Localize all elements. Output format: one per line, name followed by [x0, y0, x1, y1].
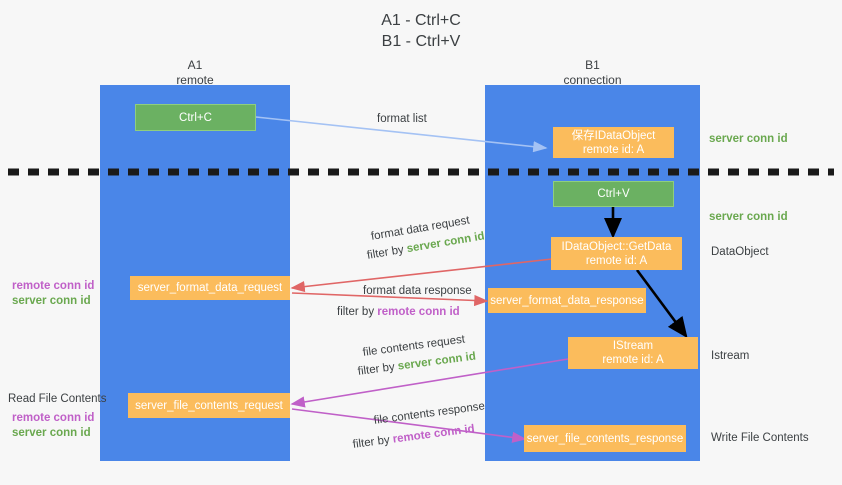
- right-label-dataobject: DataObject: [711, 246, 769, 258]
- box-server-file-contents-request[interactable]: server_file_contents_request: [128, 393, 290, 418]
- lane-header-b1: B1 connection: [485, 58, 700, 88]
- box-idataobject-getdata[interactable]: IDataObject::GetData remote id: A: [551, 237, 682, 270]
- edge-label-file-contents-response-filter-value: remote conn id: [392, 422, 476, 446]
- edge-label-format-data-request-filter-prefix: filter by: [366, 243, 408, 262]
- box-server-file-contents-request-label: server_file_contents_request: [135, 399, 283, 412]
- box-server-format-data-request[interactable]: server_format_data_request: [130, 276, 290, 300]
- left-label-read-file-contents: Read File Contents: [8, 393, 107, 405]
- right-label-server-conn-id-2b: server conn id: [709, 211, 788, 223]
- edge-label-file-contents-request-filter-prefix: filter by: [357, 360, 399, 378]
- box-server-file-contents-response-label: server_file_contents_response: [526, 432, 684, 445]
- box-server-format-data-request-label: server_format_data_request: [137, 282, 283, 294]
- box-ctrl-c-label: Ctrl+C: [179, 111, 212, 124]
- edge-label-format-data-response-filter: filter by remote conn id: [337, 305, 460, 320]
- box-idataobject-getdata-line2: remote id: A: [585, 254, 648, 267]
- left-label-remote-conn-id-2: remote conn id: [12, 412, 95, 424]
- box-istream[interactable]: IStream remote id: A: [568, 337, 698, 369]
- left-label-server-conn-id-2: server conn id: [12, 427, 91, 439]
- box-save-idataobject-line2: remote id: A: [582, 143, 645, 156]
- lane-header-b1-sub: connection: [563, 73, 622, 87]
- box-ctrl-v[interactable]: Ctrl+V: [553, 181, 674, 207]
- right-label-write-file-contents: Write File Contents: [711, 432, 809, 444]
- box-ctrl-v-label: Ctrl+V: [597, 188, 630, 200]
- right-label-server-conn-id-1: server conn id: [709, 133, 788, 145]
- edge-label-format-list: format list: [377, 113, 427, 125]
- box-istream-line1: IStream: [612, 340, 654, 352]
- left-label-server-conn-id-1: server conn id: [12, 295, 91, 307]
- box-istream-line2: remote id: A: [602, 354, 664, 366]
- lane-header-a1-sub: remote: [176, 73, 214, 87]
- edge-label-format-data-response-filter-value: remote conn id: [377, 306, 460, 318]
- box-ctrl-c[interactable]: Ctrl+C: [135, 104, 256, 131]
- box-idataobject-getdata-line1: IDataObject::GetData: [561, 240, 672, 253]
- lane-header-a1-name: A1: [187, 58, 203, 72]
- lane-header-b1-name: B1: [585, 58, 600, 72]
- box-save-idataobject[interactable]: 保存IDataObject remote id: A: [553, 127, 674, 158]
- box-save-idataobject-line1: 保存IDataObject: [571, 129, 656, 142]
- edge-label-format-data-response-filter-prefix: filter by: [337, 306, 378, 318]
- edge-label-file-contents-response-filter: filter by remote conn id: [352, 422, 476, 453]
- edge-label-format-data-response: format data response: [363, 285, 472, 297]
- box-server-file-contents-response[interactable]: server_file_contents_response: [524, 425, 686, 452]
- box-server-format-data-response-label: server_format_data_response: [490, 294, 644, 307]
- right-label-istream: Istream: [711, 350, 750, 362]
- lane-header-a1: A1 remote: [100, 58, 290, 88]
- left-label-remote-conn-id-1: remote conn id: [12, 280, 95, 292]
- edge-label-file-contents-response-filter-prefix: filter by: [352, 433, 394, 451]
- box-server-format-data-response[interactable]: server_format_data_response: [488, 288, 646, 313]
- page-title: A1 - Ctrl+C B1 - Ctrl+V: [381, 12, 461, 50]
